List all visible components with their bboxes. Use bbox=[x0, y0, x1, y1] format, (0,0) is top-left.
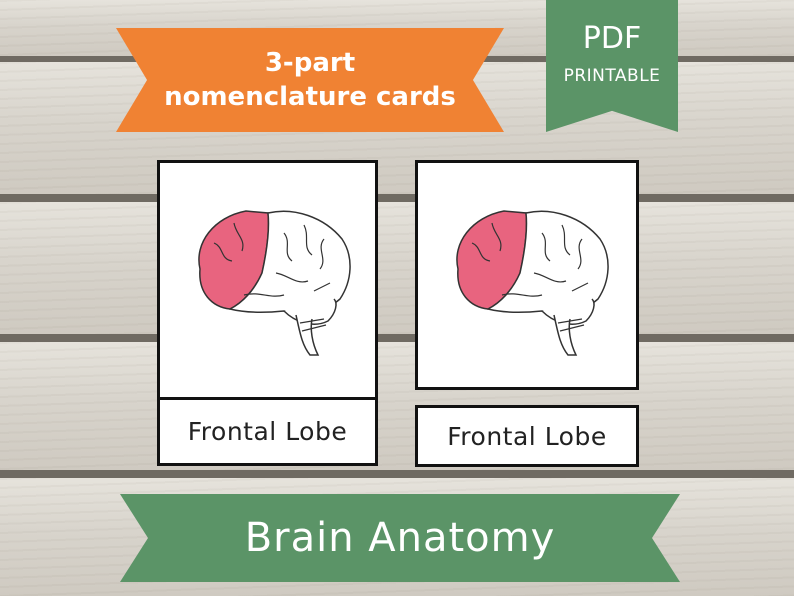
brain-illustration bbox=[198, 210, 351, 356]
banner-line-1: 3-part bbox=[264, 48, 356, 78]
banner-line-2: nomenclature cards bbox=[164, 82, 456, 112]
right-card-label: Frontal Lobe bbox=[447, 421, 607, 451]
control-card: Frontal Lobe bbox=[157, 160, 378, 466]
left-card-label: Frontal Lobe bbox=[187, 417, 348, 446]
title-banner: Brain Anatomy bbox=[120, 494, 680, 582]
pdf-printable-ribbon: PDF PRINTABLE bbox=[546, 0, 678, 132]
title-text: Brain Anatomy bbox=[244, 515, 556, 561]
label-card: Frontal Lobe bbox=[415, 405, 639, 467]
picture-card bbox=[415, 160, 639, 390]
left-label-area: Frontal Lobe bbox=[160, 400, 375, 463]
brain-illustration-right bbox=[456, 210, 609, 356]
nomenclature-banner: 3-part nomenclature cards bbox=[116, 28, 504, 132]
pdf-label: PDF bbox=[582, 21, 642, 56]
printable-label: PRINTABLE bbox=[563, 66, 661, 86]
